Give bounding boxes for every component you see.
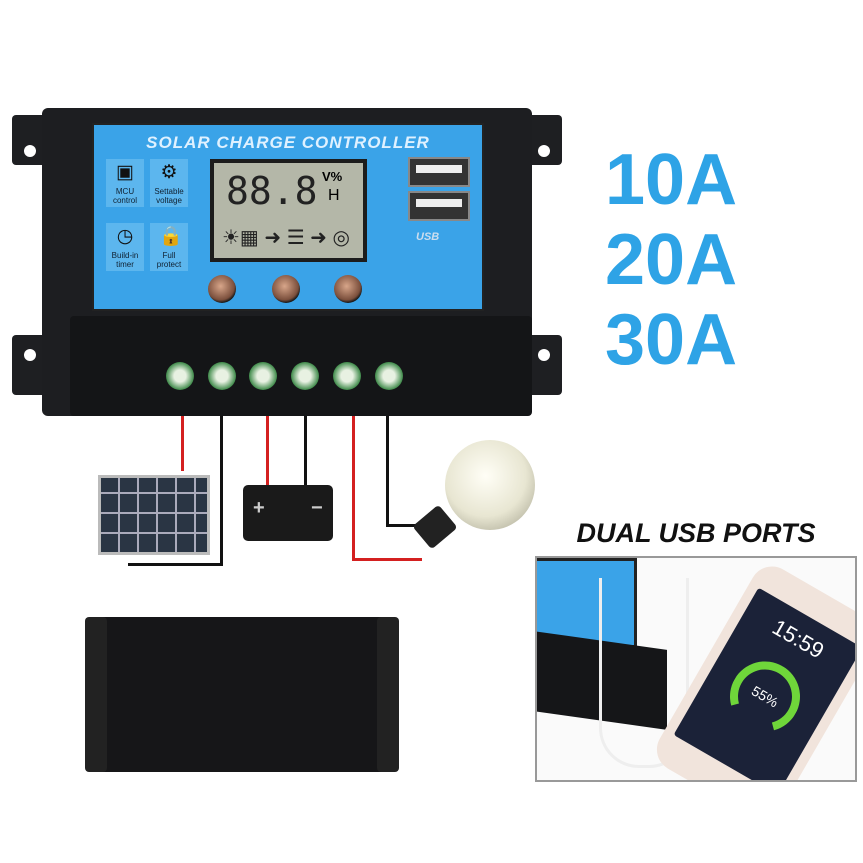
wire-black xyxy=(220,416,223,566)
solar-panel xyxy=(98,475,210,555)
inset-title: DUAL USB PORTS xyxy=(576,518,816,548)
menu-button[interactable] xyxy=(208,275,236,303)
lock-icon: 🔒 xyxy=(159,226,183,247)
phone-screen: 15:59 55% xyxy=(673,587,855,780)
gear-icon: ⚙ xyxy=(160,162,178,183)
usb-port[interactable] xyxy=(408,191,470,221)
wire-red xyxy=(352,416,355,561)
wire-black xyxy=(386,416,389,526)
feature-mcu: ▣MCU control xyxy=(106,159,144,207)
wire-red xyxy=(352,558,422,561)
terminal-screw xyxy=(375,362,403,390)
terminal-screw xyxy=(291,362,319,390)
usb-cable xyxy=(599,578,689,768)
usb-inset-photo: 15:59 55% xyxy=(535,556,857,782)
wire-black xyxy=(128,563,223,566)
wire-black xyxy=(304,416,307,486)
terminal-screw xyxy=(249,362,277,390)
feature-settable: ⚙Settable voltage xyxy=(150,159,188,207)
terminal-screw xyxy=(333,362,361,390)
terminal-screw xyxy=(166,362,194,390)
usb-label: USB xyxy=(416,231,440,243)
chip-icon: ▣ xyxy=(116,162,134,183)
up-button[interactable] xyxy=(272,275,300,303)
controller-title: SOLAR CHARGE CONTROLLER xyxy=(146,133,430,152)
bulb-base xyxy=(412,504,458,550)
lcd-unit2: H xyxy=(328,187,340,204)
feature-protect: 🔒Full protect xyxy=(150,223,188,271)
light-bulb xyxy=(445,440,535,530)
clock-icon: ◷ xyxy=(116,226,134,247)
lcd-unit: V% xyxy=(322,169,343,184)
rating-30a: 30A xyxy=(605,300,738,380)
back-plate xyxy=(85,617,399,772)
charge-gauge: 55% xyxy=(717,648,813,745)
lcd-flow-icons: ☀▦ ➜ ☰ ➜ ◎ xyxy=(222,227,350,249)
lcd-digits: 88.8 xyxy=(226,169,318,213)
rating-10a: 10A xyxy=(605,140,738,220)
terminal-screw xyxy=(208,362,236,390)
lcd-display: 88.8 V% H ☀▦ ➜ ☰ ➜ ◎ xyxy=(210,159,367,262)
battery: + − xyxy=(243,485,333,541)
front-panel: SOLAR CHARGE CONTROLLER ▣MCU control ⚙Se… xyxy=(92,123,484,311)
down-button[interactable] xyxy=(334,275,362,303)
wire-black xyxy=(386,524,416,527)
wire-red xyxy=(266,416,269,486)
rating-20a: 20A xyxy=(605,220,738,300)
feature-timer: ◷Build-in timer xyxy=(106,223,144,271)
usb-port[interactable] xyxy=(408,157,470,187)
wire-red xyxy=(181,416,184,471)
